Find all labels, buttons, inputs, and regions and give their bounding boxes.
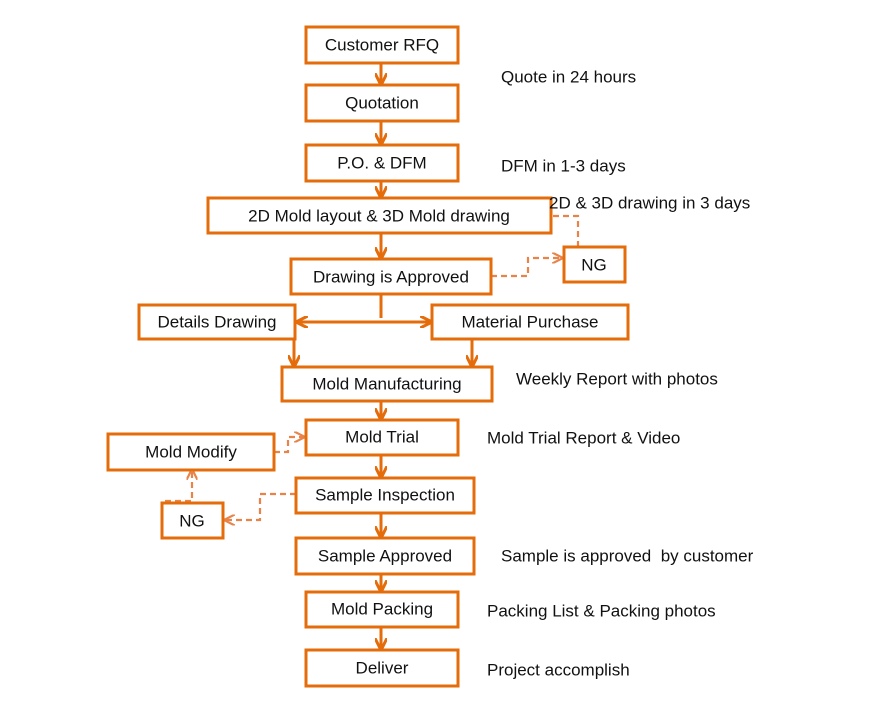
step-ng-drawing: NG (562, 245, 627, 284)
svg-text:Sample Approved: Sample Approved (318, 547, 452, 566)
step-mold-trial: Mold Trial (304, 418, 460, 457)
note-packing: Packing List & Packing photos (487, 602, 716, 621)
svg-text:Mold Manufacturing: Mold Manufacturing (312, 375, 461, 394)
step-mold-layout: 2D Mold layout & 3D Mold drawing (206, 196, 553, 235)
svg-text:Mold Packing: Mold Packing (331, 600, 433, 619)
note-sample: Sample is approved by customer (501, 547, 754, 566)
note-dfm: DFM in 1-3 days (501, 157, 626, 176)
note-quote: Quote in 24 hours (501, 68, 636, 87)
svg-text:Mold Modify: Mold Modify (145, 443, 237, 462)
step-ng-sample: NG (160, 501, 225, 540)
step-sample-approved: Sample Approved (294, 536, 476, 576)
svg-text:Sample Inspection: Sample Inspection (315, 486, 455, 505)
svg-text:Material Purchase: Material Purchase (461, 313, 598, 332)
note-weekly: Weekly Report with photos (516, 370, 718, 389)
svg-text:Mold Trial: Mold Trial (345, 428, 419, 447)
step-mold-modify: Mold Modify (106, 432, 276, 472)
step-drawing-approved: Drawing is Approved (289, 257, 493, 296)
step-quotation: Quotation (304, 83, 460, 123)
svg-text:P.O. & DFM: P.O. & DFM (337, 154, 426, 173)
svg-text:Customer RFQ: Customer RFQ (325, 36, 439, 55)
note-project: Project accomplish (487, 661, 630, 680)
step-material-purchase: Material Purchase (430, 303, 630, 341)
connectors (165, 63, 580, 649)
svg-text:NG: NG (179, 512, 205, 531)
note-trial: Mold Trial Report & Video (487, 429, 680, 448)
step-customer-rfq: Customer RFQ (304, 25, 460, 65)
svg-text:Details Drawing: Details Drawing (157, 313, 276, 332)
svg-text:Deliver: Deliver (356, 659, 409, 678)
svg-text:Drawing is Approved: Drawing is Approved (313, 268, 469, 287)
svg-text:2D Mold layout & 3D Mold drawi: 2D Mold layout & 3D Mold drawing (248, 207, 510, 226)
svg-text:NG: NG (581, 256, 607, 275)
step-mold-packing: Mold Packing (304, 590, 460, 629)
step-sample-inspection: Sample Inspection (294, 476, 476, 515)
note-drawing: 2D & 3D drawing in 3 days (549, 194, 750, 213)
svg-text:Quotation: Quotation (345, 94, 419, 113)
step-mold-manufacturing: Mold Manufacturing (280, 365, 494, 403)
step-po-dfm: P.O. & DFM (304, 143, 460, 183)
step-details-drawing: Details Drawing (137, 303, 297, 341)
step-deliver: Deliver (304, 648, 460, 688)
